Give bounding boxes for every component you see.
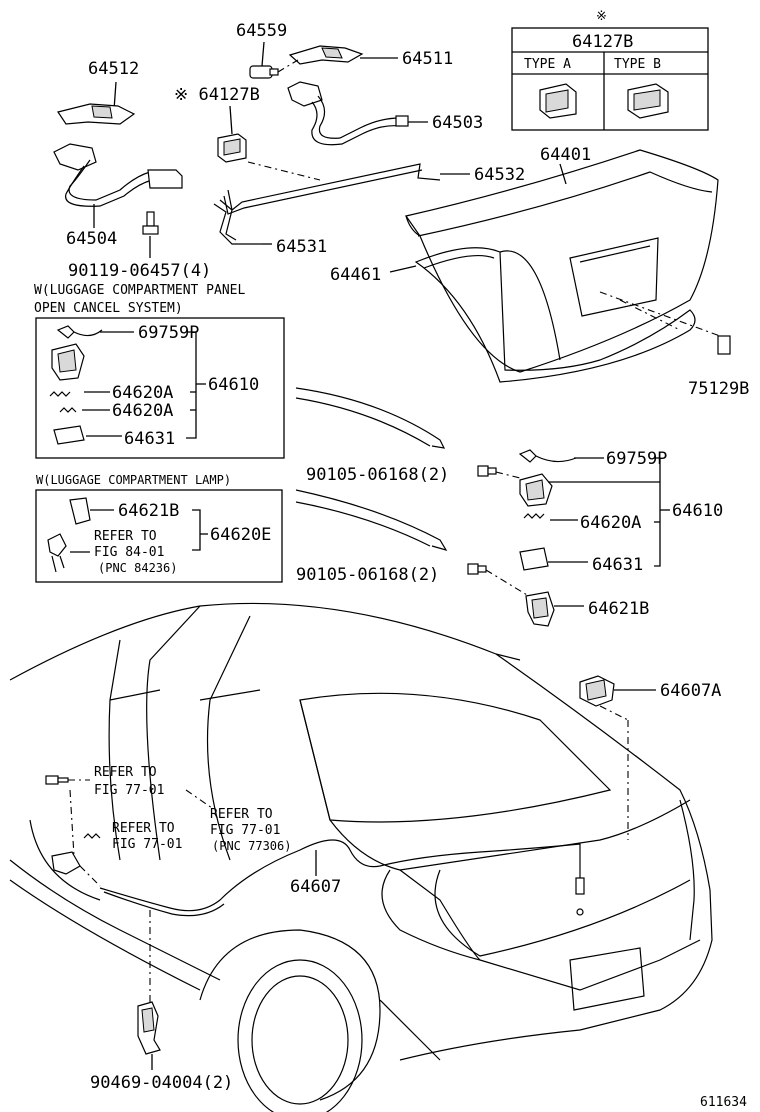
label-64620a-2: 64620A (112, 401, 173, 421)
ref3-b: FIG 77-01 (112, 837, 182, 852)
box2-ref-2: FIG 84-01 (94, 545, 164, 560)
label-64620a-3: 64620A (580, 513, 641, 533)
box2-parts (47, 497, 91, 573)
label-64503: 64503 (432, 113, 483, 133)
label-64127b: ※ 64127B (174, 85, 260, 105)
rod-64531 (213, 203, 262, 245)
label-69759p-a: 69759P (138, 323, 199, 343)
ref1-b: FIG 77-01 (94, 783, 164, 798)
car-body (9, 602, 713, 1112)
arrow-2 (295, 489, 448, 551)
label-90469: 90469-04004(2) (90, 1073, 233, 1093)
label-90105-2: 90105-06168(2) (296, 565, 439, 585)
label-64512: 64512 (88, 59, 139, 79)
ref2-a: REFER TO (210, 807, 273, 822)
ref2-c: (PNC 77306) (212, 839, 291, 853)
bracket-64512 (57, 103, 136, 125)
bracket-64511 (288, 45, 364, 65)
box2-ref-1: REFER TO (94, 529, 157, 544)
box1-parts (49, 325, 103, 445)
bolt-90105-1 (477, 465, 497, 477)
label-64401: 64401 (540, 145, 591, 165)
box2 (35, 489, 283, 583)
label-64511: 64511 (402, 49, 453, 69)
type-table: ※ 64127B TYPE A TYPE B (511, 9, 709, 131)
screw-left (45, 775, 69, 785)
ref1-a: REFER TO (94, 765, 157, 780)
figure-number: 611634 (700, 1095, 747, 1110)
label-64610-b: 64610 (672, 501, 723, 521)
clip-type-b (627, 83, 669, 119)
box1-title-1: W(LUGGAGE COMPARTMENT PANEL (34, 283, 245, 298)
type-a-label: TYPE A (524, 57, 571, 72)
label-64504: 64504 (66, 229, 117, 249)
label-69759p-b: 69759P (606, 449, 667, 469)
label-64620a-1: 64620A (112, 383, 173, 403)
box2-title: W(LUGGAGE COMPARTMENT LAMP) (36, 473, 231, 487)
arrow-1 (295, 387, 446, 449)
label-64631-a: 64631 (124, 429, 175, 449)
type-table-mark: ※ (596, 9, 607, 24)
label-75129b: 75129B (688, 379, 749, 399)
bolt-90105-2 (467, 563, 487, 575)
pin-64559 (249, 65, 279, 79)
hinge-left (51, 851, 81, 875)
box2-ref-3: (PNC 84236) (98, 561, 177, 575)
box1-title-2: OPEN CANCEL SYSTEM) (34, 301, 183, 316)
lever-64503 (287, 81, 409, 146)
cylinder-64607a (579, 675, 615, 707)
clip-90469 (137, 1001, 161, 1055)
label-64531: 64531 (276, 237, 327, 257)
bolt-90119 (142, 211, 159, 235)
spring-left (83, 833, 101, 839)
ref3-a: REFER TO (112, 821, 175, 836)
box1 (35, 317, 285, 459)
bracket-64621b (525, 591, 555, 627)
ref2-b: FIG 77-01 (210, 823, 280, 838)
cable-64607 (99, 839, 581, 912)
clip-64127b (217, 133, 247, 163)
label-64461: 64461 (330, 265, 381, 285)
rod-64532 (227, 163, 441, 212)
label-64610-a: 64610 (208, 375, 259, 395)
type-table-part: 64127B (572, 32, 633, 52)
lever-64504 (53, 143, 183, 207)
clip-type-a (539, 83, 577, 119)
label-64532: 64532 (474, 165, 525, 185)
type-b-label: TYPE B (614, 57, 661, 72)
label-64607: 64607 (290, 877, 341, 897)
label-64559: 64559 (236, 21, 287, 41)
label-90119: 90119-06457(4) (68, 261, 211, 281)
weatherstrip-64461 (414, 247, 696, 383)
label-90105-1: 90105-06168(2) (306, 465, 449, 485)
label-64607a: 64607A (660, 681, 721, 701)
clip-75129b (717, 335, 731, 355)
label-64621b-a: 64621B (118, 501, 179, 521)
label-64620e: 64620E (210, 525, 271, 545)
label-64621b-b: 64621B (588, 599, 649, 619)
trunk-lid-64401 (404, 149, 719, 373)
lock-64610 (518, 449, 577, 571)
label-64631-b: 64631 (592, 555, 643, 575)
